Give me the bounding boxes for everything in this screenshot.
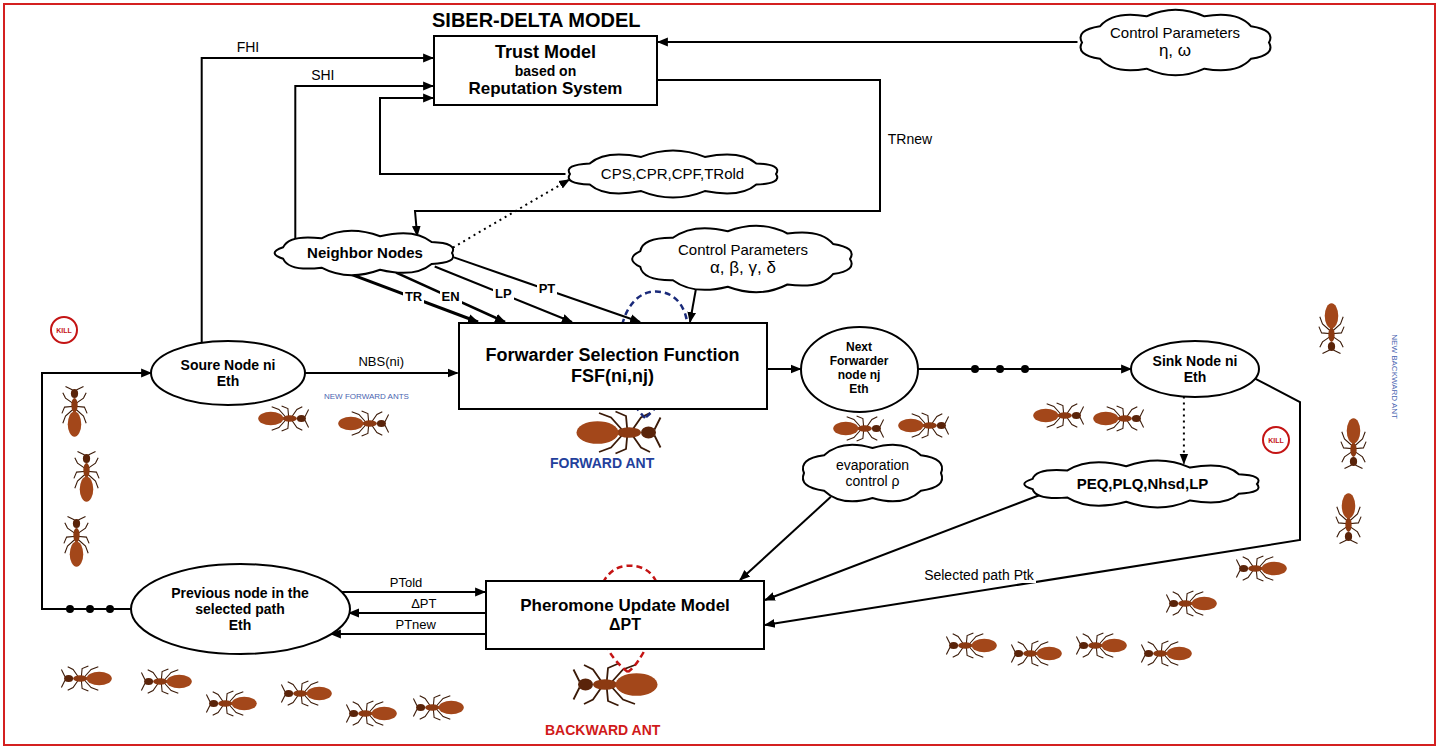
connector-arrow — [396, 273, 505, 322]
connector-arrow — [331, 633, 485, 635]
node-text: Forwarder Selection Function FSF(ni,nj) — [468, 345, 758, 386]
edge-label: PTnew — [393, 618, 437, 633]
node-ellipse: Previous node in the selected pathEth — [130, 563, 351, 655]
connector-arrow — [341, 591, 485, 593]
shape-outline — [801, 327, 918, 412]
connector-arrow — [658, 41, 1078, 43]
connector-arrow — [765, 495, 1040, 600]
edge-label: TRnew — [886, 131, 934, 147]
process-box: Trust Modelbased onReputation System — [433, 35, 658, 106]
edge-label: NBS(ni) — [356, 355, 406, 370]
node-text: PEQ,PLQ,Nhsd,LP — [1077, 475, 1209, 492]
node-text: Sink Node ni — [1153, 353, 1238, 369]
node-text: Control Parameters — [1110, 24, 1240, 41]
node-text: Next Forwarder node nj — [820, 341, 898, 382]
edge-label: PTold — [388, 576, 425, 591]
parameter-cloud: Neighbor Nodes — [270, 228, 460, 278]
connector-arrow — [305, 372, 458, 374]
shape-outline — [131, 564, 350, 654]
edge-label: ΔPT — [409, 597, 438, 612]
shape-outline — [1131, 341, 1259, 397]
connector-arrow — [202, 58, 433, 343]
node-ellipse: Soure Node niEth — [150, 340, 306, 406]
node-text: ΔPT — [609, 616, 641, 634]
connector-arrow — [295, 86, 433, 240]
parameter-cloud: CPS,CPR,CPF,TRold — [562, 148, 784, 200]
connector-arrow — [690, 288, 696, 322]
edge-label: PT — [537, 282, 558, 297]
node-text: evaporation control ρ — [825, 457, 920, 489]
ant-caption: BACKWARD ANT — [543, 722, 662, 738]
shape-outline — [1080, 9, 1270, 75]
shape-outline — [568, 150, 777, 197]
node-ellipse: Sink Node niEth — [1130, 340, 1260, 398]
shape-outline — [1024, 461, 1258, 508]
node-text: Eth — [229, 617, 252, 633]
connector-arrow — [768, 368, 801, 370]
node-text: Eth — [217, 373, 240, 389]
ant-group — [61, 303, 1366, 726]
node-text: Trust Model — [495, 42, 596, 63]
node-text: Eth — [1184, 369, 1207, 385]
connector-arrow — [454, 257, 640, 322]
node-text: Pheromone Update Model — [520, 596, 730, 616]
connector-arrow — [42, 373, 151, 609]
connector-arrow — [740, 497, 831, 580]
node-text: Control Parameters — [678, 241, 808, 258]
connector-arrow — [453, 180, 569, 248]
node-text: Reputation System — [469, 79, 623, 99]
process-box: Pheromone Update ModelΔPT — [485, 580, 765, 650]
kill-sign: KILL — [1262, 426, 1290, 454]
process-box: Forwarder Selection Function FSF(ni,nj) — [458, 322, 768, 410]
diagram-title: SIBER-DELTA MODEL — [430, 9, 643, 32]
kill-sign: KILL — [50, 316, 78, 344]
edge-label: LP — [493, 287, 514, 302]
node-ellipse: Next Forwarder node njEth — [800, 326, 919, 413]
ant-note: NEW FORWARD ANTS — [322, 392, 411, 401]
parameter-cloud: Control Parametersη, ω — [1074, 7, 1277, 78]
node-text: α, β, γ, δ — [710, 258, 776, 278]
parameter-cloud: Control Parametersα, β, γ, δ — [628, 223, 858, 295]
node-text: Neighbor Nodes — [307, 244, 423, 261]
shape-outline — [151, 341, 305, 405]
page-frame — [4, 4, 1435, 745]
connector-arrow — [349, 612, 485, 614]
parameter-cloud: evaporation control ρ — [796, 440, 949, 506]
parameter-cloud: PEQ,PLQ,Nhsd,LP — [1020, 458, 1265, 510]
node-text: Soure Node ni — [181, 357, 276, 373]
ant-note: NEW BACKWARD ANT — [1390, 332, 1399, 421]
connector-arrow — [1183, 397, 1185, 464]
node-text: Previous node in the selected path — [165, 585, 315, 617]
edge-label: SHI — [309, 67, 336, 83]
node-text: Eth — [849, 383, 868, 397]
node-text: based on — [515, 63, 576, 79]
connector-arrow — [380, 98, 566, 174]
ant-caption: FORWARD ANT — [548, 455, 656, 471]
shape-outline — [632, 226, 852, 292]
edge-label: EN — [440, 290, 462, 305]
node-text: CPS,CPR,CPF,TRold — [601, 165, 744, 182]
node-text: η, ω — [1159, 41, 1191, 61]
shape-outline — [803, 445, 942, 502]
connector-arrow — [918, 368, 1132, 370]
connector-arrow — [765, 379, 1300, 625]
edge-label: FHI — [235, 39, 262, 55]
shape-outline — [275, 231, 454, 275]
edge-label: TR — [403, 290, 424, 305]
edge-label: Selected path Ptk — [922, 567, 1036, 583]
